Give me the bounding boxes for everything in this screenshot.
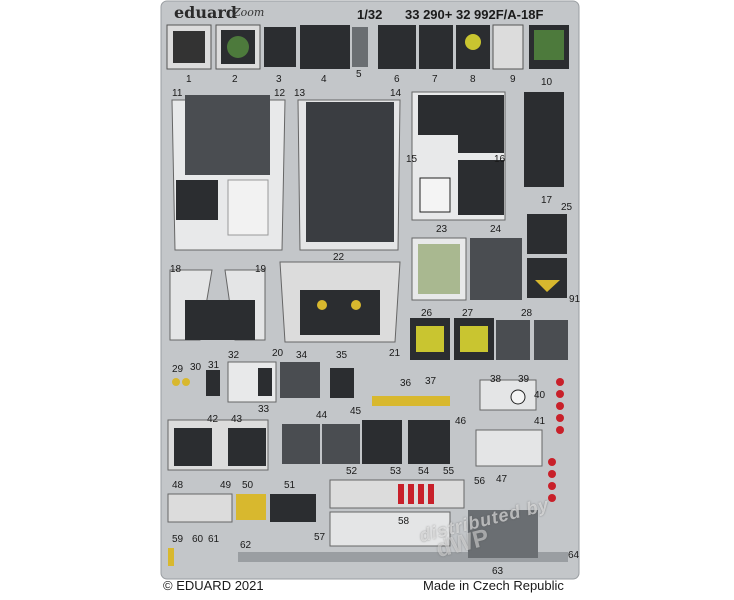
- part-number: 23: [436, 224, 448, 235]
- product-code: 33 290+ 32 992F/A-18F: [405, 7, 544, 22]
- part-number: 30: [190, 362, 202, 373]
- part-number: 11: [172, 88, 183, 99]
- part-group-13-14: [297, 99, 401, 251]
- part-number: 55: [443, 466, 455, 477]
- part-number: 22: [333, 252, 345, 263]
- part-number: 13: [294, 88, 306, 99]
- part-number: 35: [336, 350, 348, 361]
- part-number: 27: [462, 308, 474, 319]
- part-number: 28: [521, 308, 533, 319]
- part-number: 12: [274, 88, 286, 99]
- part-number: 31: [208, 360, 220, 371]
- part-number: 52: [346, 466, 358, 477]
- part-number: 40: [534, 390, 546, 401]
- part-number-labels: 1 2 3 4 5 6 7 8 9 10 11 12 13 14 15 16 1…: [170, 69, 581, 577]
- part-number: 29: [172, 364, 184, 375]
- part-number: 91: [569, 294, 581, 305]
- part-number: 25: [561, 202, 573, 213]
- part-number: 56: [474, 476, 486, 487]
- part-number: 50: [242, 480, 254, 491]
- part-number: 49: [220, 480, 232, 491]
- part-number: 14: [390, 88, 402, 99]
- part-number: 3: [276, 74, 282, 85]
- part-number: 1: [186, 74, 192, 85]
- part-number: 42: [207, 414, 219, 425]
- part-number: 34: [296, 350, 308, 361]
- part-number: 63: [492, 566, 504, 577]
- part-number: 58: [398, 516, 410, 527]
- part-number: 43: [231, 414, 243, 425]
- scale-label: 1/32: [357, 7, 383, 22]
- part-number: 6: [394, 74, 400, 85]
- part-number: 59: [172, 534, 184, 545]
- part-number: 32: [228, 350, 240, 361]
- part-group-48-55: [167, 479, 465, 523]
- part-number: 9: [510, 74, 516, 85]
- copyright-label: © EDUARD 2021: [163, 578, 264, 593]
- part-number: 20: [272, 348, 284, 359]
- part-group-23-25: [411, 214, 567, 301]
- part-number: 2: [232, 74, 238, 85]
- part-number: 60: [192, 534, 204, 545]
- origin-label: Made in Czech Republic: [423, 578, 564, 593]
- part-number: 38: [490, 374, 502, 385]
- part-number: 46: [455, 416, 467, 427]
- part-number: 15: [406, 154, 418, 165]
- part-group-26-28: [410, 318, 568, 360]
- part-17: [524, 92, 564, 187]
- part-number: 36: [400, 378, 412, 389]
- part-number: 47: [496, 474, 508, 485]
- part-number: 54: [418, 466, 430, 477]
- part-number: 26: [421, 308, 433, 319]
- part-group-36-41: [372, 378, 564, 434]
- part-number: 10: [541, 77, 553, 88]
- part-number: 64: [568, 550, 580, 561]
- part-group-29-35: [172, 361, 354, 403]
- part-number: 39: [518, 374, 530, 385]
- part-group-18-22: [169, 261, 401, 343]
- part-group-11-12: [171, 95, 286, 251]
- part-number: 62: [240, 540, 252, 551]
- part-group-top-row: [166, 24, 569, 70]
- part-number: 18: [170, 264, 182, 275]
- part-number: 53: [390, 466, 402, 477]
- part-group-15-16: [411, 91, 506, 221]
- brand-logo: eduard: [174, 3, 237, 22]
- part-number: 5: [356, 69, 362, 80]
- brand-sub-logo: Zoom: [233, 6, 265, 19]
- part-number: 45: [350, 406, 362, 417]
- part-number: 41: [534, 416, 546, 427]
- part-number: 57: [314, 532, 326, 543]
- part-number: 51: [284, 480, 296, 491]
- part-group-42-47: [167, 419, 543, 471]
- part-number: 48: [172, 480, 184, 491]
- part-number: 24: [490, 224, 502, 235]
- part-number: 4: [321, 74, 327, 85]
- part-number: 19: [255, 264, 267, 275]
- part-number: 61: [208, 534, 220, 545]
- part-number: 21: [389, 348, 401, 359]
- part-number: 16: [494, 154, 506, 165]
- part-number: 7: [432, 74, 438, 85]
- part-group-56-64: [168, 458, 568, 566]
- part-number: 37: [425, 376, 437, 387]
- part-number: 33: [258, 404, 270, 415]
- part-number: 8: [470, 74, 476, 85]
- part-number: 44: [316, 410, 328, 421]
- part-number: 17: [541, 195, 553, 206]
